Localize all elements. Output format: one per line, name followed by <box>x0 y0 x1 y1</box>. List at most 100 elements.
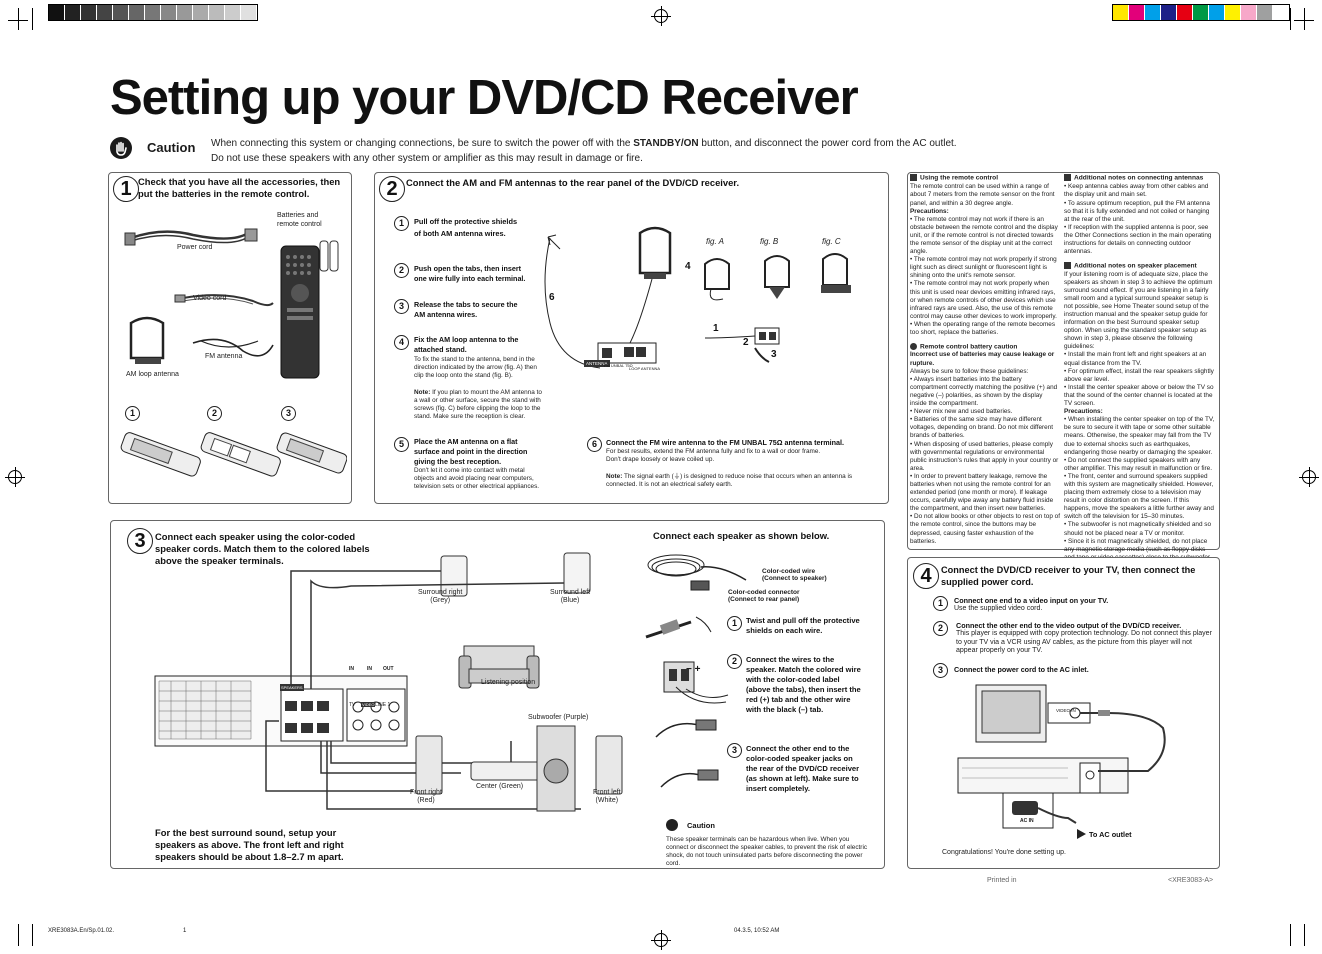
bullet-item: • Do not connect the supplied speakers w… <box>1064 456 1212 472</box>
bullet-item: • When disposing of used batteries, plea… <box>910 440 1059 472</box>
step4-item-3-title: Connect the power cord to the AC inlet. <box>954 665 1089 674</box>
subwoofer-label: Subwoofer (Purple) <box>528 714 589 721</box>
bullet-item: • To assure optimum reception, pull the … <box>1064 199 1210 223</box>
wire-insertion-illustration <box>705 327 780 363</box>
color-swatch <box>81 5 97 20</box>
step3-heading: Connect each speaker using the color-cod… <box>155 531 370 566</box>
crop-mark <box>1290 8 1291 30</box>
step2-heading: Connect the AM and FM antennas to the re… <box>406 177 740 188</box>
step3-item-3: Connect the other end to the color-coded… <box>746 744 860 793</box>
step2-item-1: Pull off the protective shields of both … <box>414 217 518 238</box>
callout: 1 <box>713 323 719 334</box>
registration-mark <box>1299 467 1319 487</box>
step2-item-4-note: Note: If you plan to mount the AM antenn… <box>414 389 542 421</box>
color-swatch <box>161 5 177 20</box>
callout: 3 <box>771 349 777 360</box>
step3-panel: 3 Connect each speaker using the color-c… <box>110 520 885 869</box>
battery-insert-illustration <box>120 432 347 477</box>
note-speakers-bullets2: • When installing the center speaker on … <box>1064 416 1216 562</box>
in-label-2: IN <box>367 666 372 672</box>
step4-heading: Connect the DVD/CD receiver to your TV, … <box>941 565 1196 587</box>
note-speakers-prec: Precautions: <box>1064 408 1103 416</box>
registration-mark <box>651 930 671 950</box>
step2-item-6-body: For best results, extend the FM antenna … <box>606 448 821 464</box>
step4-item-1-body: Use the supplied video cord. <box>954 605 1043 612</box>
callout: 6 <box>549 292 555 303</box>
step2-item-6-title: Connect the FM wire antenna to the FM UN… <box>606 438 845 447</box>
step3-item-1: Twist and pull off the protective shield… <box>746 616 860 635</box>
bullet-item: • Batteries of the same size may have di… <box>910 416 1054 440</box>
loop-fixing-figures <box>704 253 851 301</box>
substep-number: 1 <box>933 596 948 611</box>
step2-item-3: Release the tabs to secure the AM antenn… <box>414 300 518 319</box>
color-swatch <box>65 5 81 20</box>
color-calibration-bar <box>1112 4 1290 21</box>
warning-icon <box>910 343 917 351</box>
bullet-item: • Install the main front left and right … <box>1064 351 1207 367</box>
color-swatch <box>1241 5 1257 20</box>
in-label-1: IN <box>349 666 354 672</box>
step4-item-1-title: Connect one end to a video input on your… <box>954 596 1109 605</box>
front-right-label: Front right(Red) <box>410 789 442 804</box>
step2-item-6-note: Note: The signal earth (⏚) is designed t… <box>606 473 853 489</box>
note-remote-bullets: • The remote control may not work if the… <box>910 216 1060 337</box>
callout: 2 <box>743 337 749 348</box>
color-swatch <box>1145 5 1161 20</box>
polarity-markers: − + <box>686 664 701 675</box>
crop-mark <box>8 20 28 21</box>
step2-item-5-body: Don't let it come into contact with meta… <box>414 467 540 491</box>
bullet-item: • The remote control may not work if the… <box>910 215 1058 256</box>
caution-label: Caution <box>147 140 196 155</box>
file-name: XRE3083A.En/Sp.01.02. <box>48 928 115 934</box>
color-swatch <box>177 5 193 20</box>
power-cord-label: Power cord <box>177 244 213 251</box>
step3-item-2: Connect the wires to the speaker. Match … <box>746 655 861 714</box>
tv-label: TV <box>349 702 356 708</box>
pencil-icon <box>1064 262 1071 270</box>
note-remote-body: The remote control can be used within a … <box>910 183 1055 207</box>
note-battery-body: Always be sure to follow these guideline… <box>910 367 1029 375</box>
tv-connection-illustration <box>957 684 1166 829</box>
note-antennas-bullets: • Keep antenna cables away from other ca… <box>1064 183 1216 256</box>
crop-mark <box>1290 924 1291 946</box>
hand-icon <box>110 137 132 159</box>
color-swatch <box>1209 5 1225 20</box>
ac-outlet-label: To AC outlet <box>1089 830 1132 839</box>
color-swatch <box>225 5 241 20</box>
color-swatch <box>209 5 225 20</box>
substep-number: 1 <box>394 216 409 231</box>
antenna-tag: ANTENNA <box>584 360 610 367</box>
bullet-item: • The subwoofer is not magnetically shie… <box>1064 521 1212 537</box>
callout: 4 <box>685 261 691 272</box>
color-swatch <box>145 5 161 20</box>
step-number: 3 <box>127 528 153 554</box>
fig-b-label: fig. B <box>760 237 779 246</box>
color-swatch <box>129 5 145 20</box>
speakers-tag: SPEAKERS <box>280 684 304 691</box>
step3-caution-text: These speaker terminals can be hazardous… <box>666 836 868 868</box>
crop-mark <box>32 8 33 30</box>
step1-heading: Check that you have all the accessories,… <box>138 176 341 199</box>
color-swatch <box>113 5 129 20</box>
loop-terminal-label: LOOP ANTENNA <box>629 366 661 371</box>
crop-mark <box>18 924 19 946</box>
batteries-label: Batteries and remote control <box>277 212 322 228</box>
page-number: 1 <box>183 928 187 934</box>
surround-left-label: Surround left(Blue) <box>550 589 591 604</box>
pencil-icon <box>910 174 917 181</box>
substep-number: 3 <box>281 406 296 421</box>
color-connector-label: Color-coded connector(Connect to rear pa… <box>728 589 800 603</box>
gray-calibration-bar <box>48 4 258 21</box>
color-swatch <box>1177 5 1193 20</box>
note-antennas-title: Additional notes on connecting antennas <box>1064 174 1216 182</box>
congrats-text: Congratulations! You're done setting up. <box>942 849 1066 856</box>
step3-right-heading: Connect each speaker as shown below. <box>653 530 830 541</box>
color-swatch <box>1113 5 1129 20</box>
substep-number: 2 <box>394 263 409 278</box>
crop-mark <box>18 8 19 30</box>
bullet-item: • When installing the center speaker on … <box>1064 416 1215 456</box>
ac-in-label: AC IN <box>1020 818 1034 824</box>
step4-panel: 4 Connect the DVD/CD receiver to your TV… <box>907 557 1220 869</box>
substep-number: 4 <box>394 335 409 350</box>
step2-item-2: Push open the tabs, then insert one wire… <box>414 264 526 283</box>
